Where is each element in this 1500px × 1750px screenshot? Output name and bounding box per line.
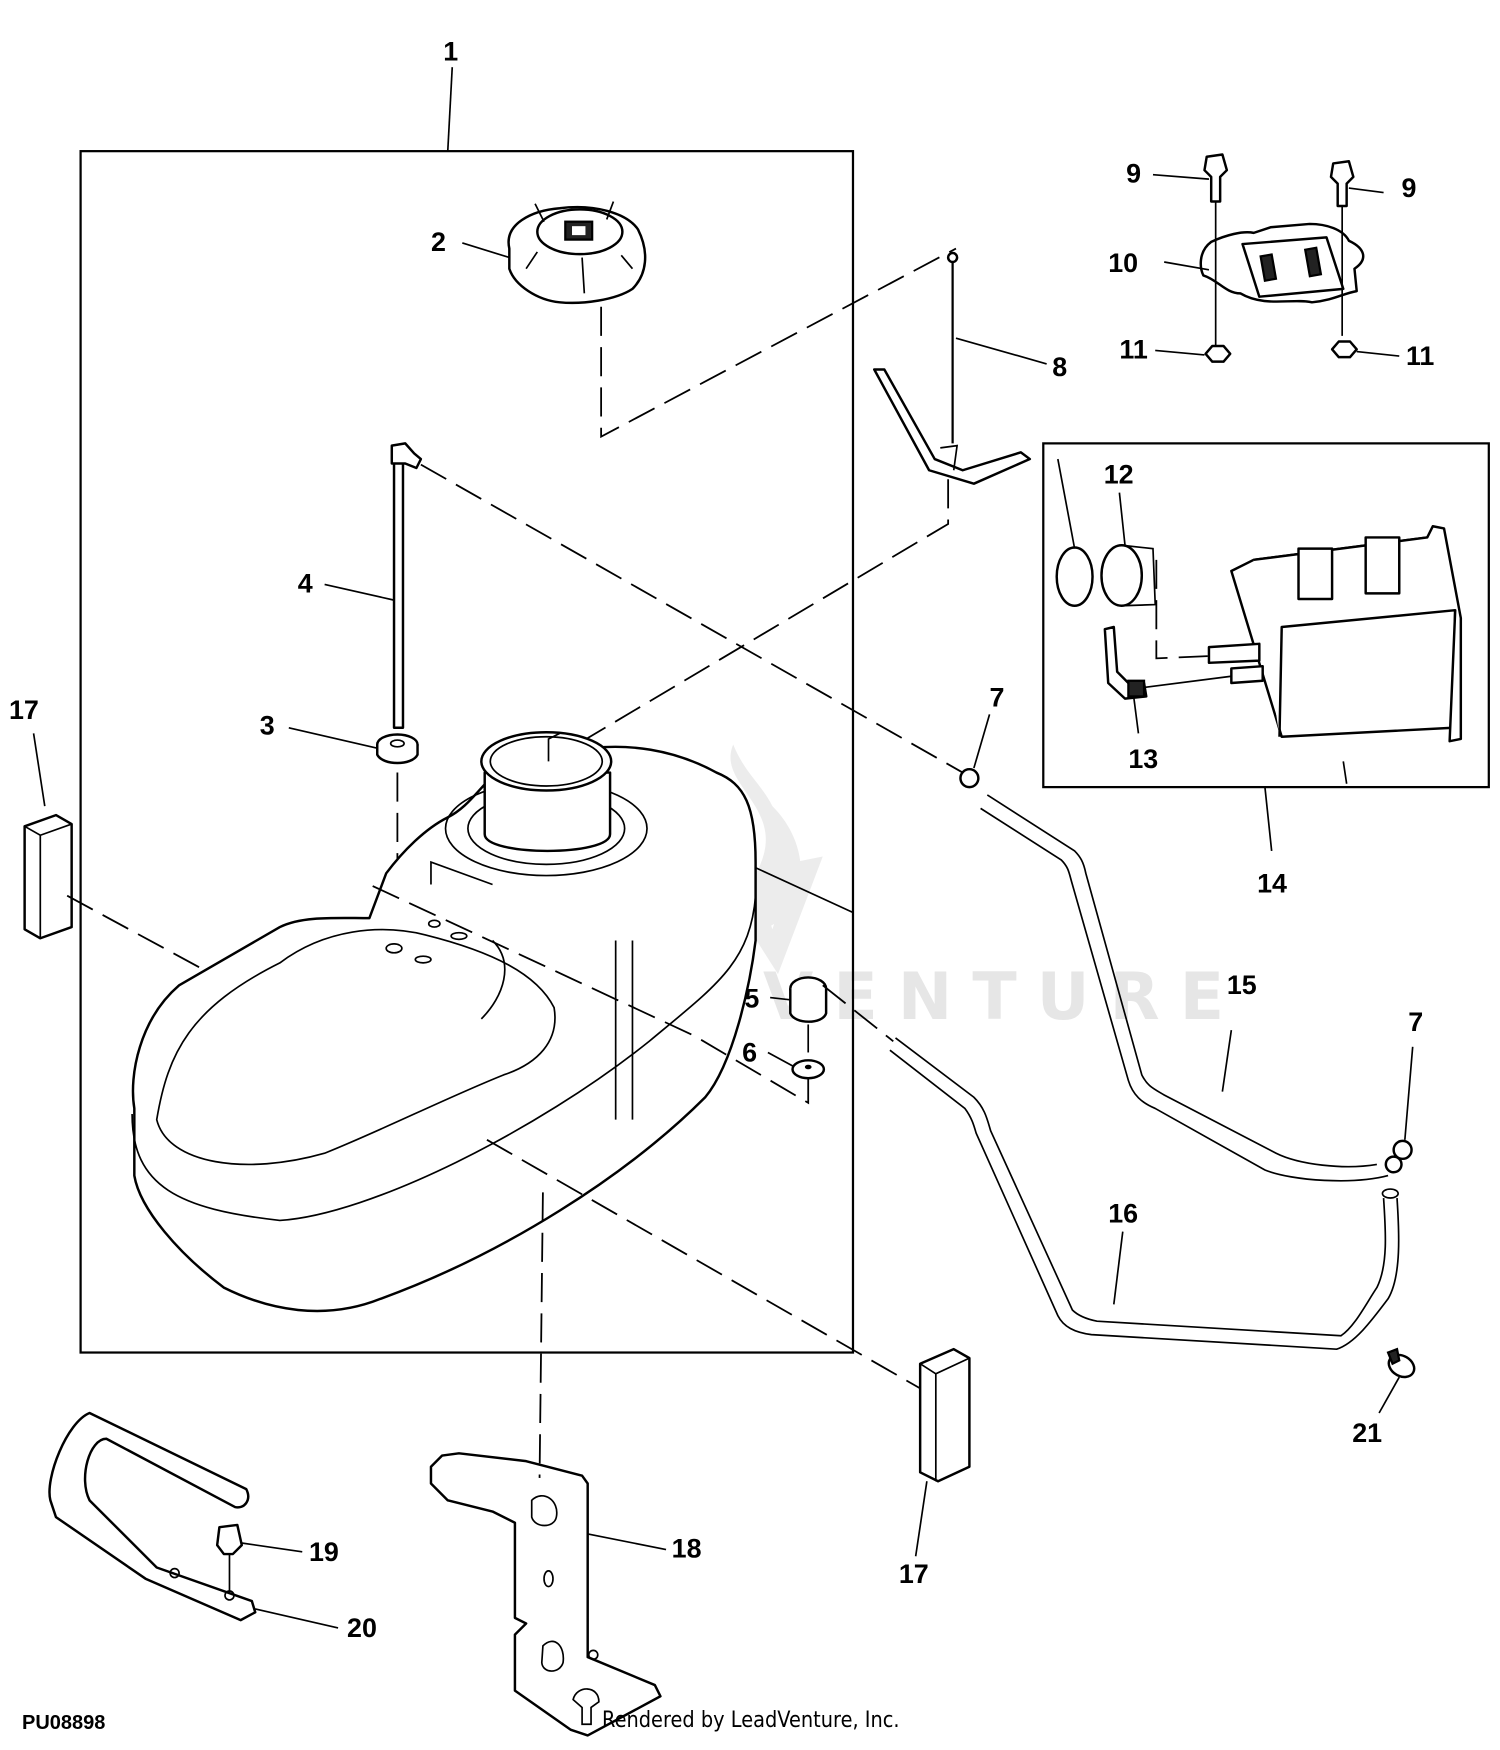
assembly-line-bracket — [538, 1192, 544, 1478]
part-hose-clamp-21[interactable]: 21 — [1352, 1347, 1418, 1448]
part-vent-hose[interactable]: 15 — [980, 794, 1389, 1182]
part-bolt-right[interactable]: 9 — [1329, 159, 1416, 336]
callout-4[interactable]: 4 — [298, 568, 313, 598]
callout-14[interactable]: 14 — [1257, 868, 1287, 898]
canister-assembly-box: 14 — [1042, 442, 1490, 898]
assembly-line-hose — [822, 984, 894, 1042]
callout-12[interactable]: 12 — [1104, 460, 1134, 490]
part-grommet-3[interactable]: 3 — [260, 710, 419, 765]
part-fuel-cap[interactable]: 2 — [431, 201, 647, 305]
part-foam-pad-right[interactable]: 17 — [899, 1347, 971, 1589]
assembly-line-tank — [755, 866, 854, 914]
callout-9-left[interactable]: 9 — [1126, 158, 1141, 188]
part-nut-right[interactable]: 11 — [1330, 340, 1434, 371]
part-elbow-fitting[interactable]: 13 — [1103, 625, 1232, 774]
part-canister-caps[interactable]: 12 — [1055, 458, 1209, 660]
assembly-line-pad-left — [66, 894, 202, 970]
assembly-line-cap — [600, 247, 957, 439]
part-hose-clamp-upper[interactable]: 7 — [959, 682, 1005, 789]
callout-8[interactable]: 8 — [1052, 352, 1067, 382]
callout-19[interactable]: 19 — [309, 1537, 339, 1567]
callout-1[interactable]: 1 — [443, 36, 458, 66]
figure-id: PU08898 — [22, 1712, 106, 1734]
callout-20[interactable]: 20 — [347, 1613, 377, 1643]
part-bolt-19[interactable]: 19 — [215, 1523, 339, 1593]
callout-3[interactable]: 3 — [260, 710, 275, 740]
part-carbon-canister[interactable] — [1207, 525, 1463, 784]
assembly-line-sender — [548, 479, 950, 763]
part-tank-strap[interactable]: 20 — [48, 1411, 377, 1643]
part-canister-bracket[interactable]: 10 — [1108, 222, 1365, 304]
part-fuel-hose[interactable]: 16 — [889, 1037, 1400, 1351]
part-hose-clamp-lower[interactable]: 7 — [1384, 1007, 1423, 1174]
assembly-line-tube — [420, 463, 964, 774]
callout-11-right[interactable]: 11 — [1406, 341, 1434, 371]
leader-1 — [446, 67, 454, 152]
part-fuel-pickup-tube[interactable]: 4 — [298, 442, 423, 729]
part-nut-left[interactable]: 11 — [1119, 334, 1232, 364]
callout-5[interactable]: 5 — [744, 984, 759, 1014]
callout-15[interactable]: 15 — [1227, 970, 1257, 1000]
assembly-line-valve — [369, 883, 810, 1105]
canister-frame — [1042, 442, 1490, 789]
part-tank-support-bracket[interactable]: 18 — [429, 1452, 702, 1737]
callout-17-left[interactable]: 17 — [9, 695, 39, 725]
callout-21[interactable]: 21 — [1352, 1418, 1382, 1448]
assembly-line-pad-right — [486, 1139, 921, 1390]
callout-16[interactable]: 16 — [1108, 1199, 1138, 1229]
callout-18[interactable]: 18 — [672, 1533, 702, 1563]
part-grommet-6[interactable]: 6 — [742, 1037, 826, 1080]
part-bolt-left[interactable]: 9 — [1126, 153, 1229, 348]
footer-credit: Rendered by LeadVenture, Inc. — [602, 1708, 900, 1733]
part-foam-pad-left[interactable]: 17 — [9, 695, 73, 940]
callout-2[interactable]: 2 — [431, 227, 446, 257]
callout-7-upper[interactable]: 7 — [990, 682, 1005, 712]
callout-13[interactable]: 13 — [1128, 744, 1158, 774]
callout-11-left[interactable]: 11 — [1119, 334, 1147, 364]
callout-17-right[interactable]: 17 — [899, 1559, 929, 1589]
callout-9-right[interactable]: 9 — [1401, 173, 1416, 203]
assembly-frame — [79, 150, 855, 1354]
callout-10[interactable]: 10 — [1108, 248, 1138, 278]
callout-7-lower[interactable]: 7 — [1408, 1007, 1423, 1037]
part-fuel-tank[interactable] — [131, 731, 757, 1313]
assembly-box: 1 — [79, 36, 855, 1354]
part-fuel-level-sender[interactable]: 8 — [873, 251, 1067, 485]
callout-6[interactable]: 6 — [742, 1037, 757, 1067]
